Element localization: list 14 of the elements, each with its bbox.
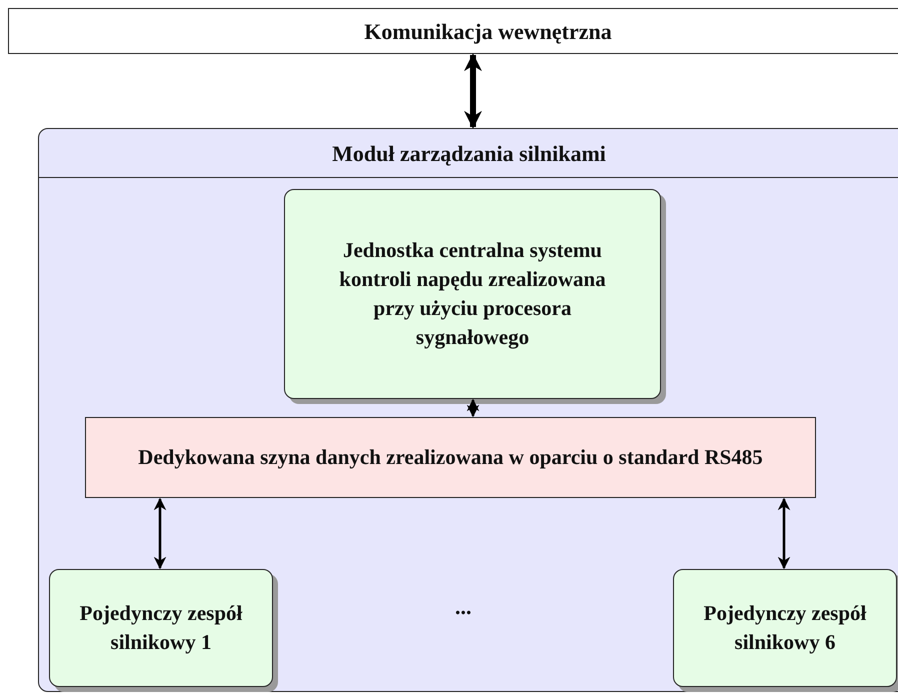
arrow: [466, 398, 480, 418]
box-text: Komunikacja wewnętrzna: [364, 18, 612, 46]
process-box: [85, 417, 816, 498]
arrow: [154, 498, 166, 570]
process-box: [8, 8, 898, 54]
module-panel: [38, 128, 898, 692]
panel-heading: Moduł zarządzania silnikami: [39, 129, 898, 178]
box-text: Dedykowana szyna danych zrealizowana w oparciu o standard RS485: [138, 444, 763, 471]
ellipsis-label: ...: [455, 594, 472, 620]
box-text: Pojedynczy zespół silnikowy 6: [702, 600, 868, 656]
box-text: Jednostka centralna systemu kontroli napędu zrealizowana przy użyciu procesora sygnałowego: [338, 237, 607, 351]
arrow: [778, 498, 790, 570]
box-text: Pojedynczy zespół silnikowy 1: [78, 600, 244, 656]
arrow: [464, 53, 482, 129]
